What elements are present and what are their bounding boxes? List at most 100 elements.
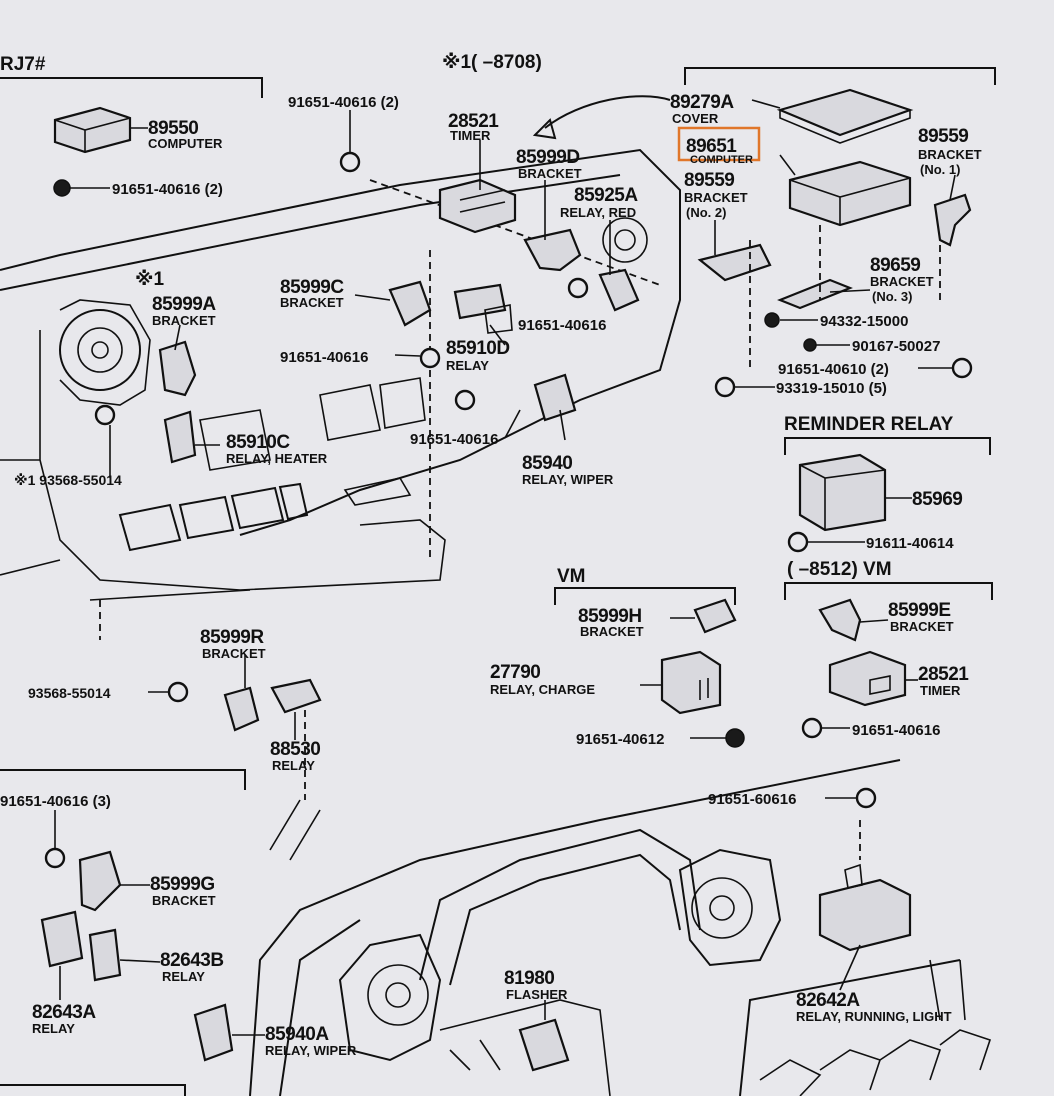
bolt-label-91651-60616: 91651-60616 — [708, 791, 796, 808]
part-number-89550: 89550 — [148, 118, 198, 139]
caption-27790: RELAY, CHARGE — [490, 682, 595, 697]
part-number-89559-no1: 89559 — [918, 126, 968, 147]
bracket-85999e-part — [818, 598, 862, 642]
flasher-81980-part — [518, 1018, 570, 1072]
computer-89651-part — [788, 160, 912, 227]
bolt-icon — [803, 338, 817, 352]
bolt-label-91651-40616-3: 91651-40616 (3) — [0, 793, 111, 810]
bolt-label-91651-40612: 91651-40612 — [576, 731, 664, 748]
part-number-85999e: 85999E — [888, 600, 951, 621]
part-number-85910d: 85910D — [446, 338, 510, 359]
header-marker-1: ※1 — [135, 269, 164, 290]
caption2-89559-no1: (No. 1) — [920, 162, 960, 177]
highlight-box — [677, 126, 761, 162]
part-number-27790: 27790 — [490, 662, 540, 683]
part-number-89559-no2: 89559 — [684, 170, 734, 191]
bolt-label-93568-55014-b: 93568-55014 — [28, 685, 111, 701]
bolt-icon — [567, 277, 589, 299]
bolt-label-91651-40616-c: 91651-40616 — [410, 431, 498, 448]
arrow-icon — [532, 118, 557, 140]
timer-28521-part — [438, 178, 517, 234]
part-number-28521b: 28521 — [918, 664, 969, 685]
bolt-icon — [801, 717, 823, 739]
bolt-icon — [53, 179, 71, 197]
part-number-28521: 28521 — [448, 111, 499, 132]
caption-85999h: BRACKET — [580, 624, 644, 639]
part-number-88530: 88530 — [270, 739, 320, 760]
bolt-label-90167-50027: 90167-50027 — [852, 338, 940, 355]
caption-89279a: COVER — [672, 111, 719, 126]
bracket-89559-no2-part — [697, 243, 772, 282]
part-number-82643b: 82643B — [160, 950, 224, 971]
bolt-icon — [44, 847, 66, 869]
header-vm-right: ( –8512) VM — [787, 559, 892, 580]
relay-82643b-part — [88, 928, 122, 982]
caption-85940a: RELAY, WIPER — [265, 1043, 357, 1058]
section-brackets — [0, 67, 996, 1096]
part-number-85999c: 85999C — [280, 277, 344, 298]
bolt-icon — [855, 787, 877, 809]
caption-85925a: RELAY, RED — [560, 205, 636, 220]
bracket-85999r-part — [223, 686, 260, 732]
caption-85910c: RELAY, HEATER — [226, 451, 328, 466]
caption-85910d: RELAY — [446, 358, 489, 373]
bolt-icon — [167, 681, 189, 703]
bolt-label-93319-15010: 93319-15010 (5) — [776, 380, 887, 397]
part-number-85925a: 85925A — [574, 185, 638, 206]
bolt-icon — [339, 151, 361, 173]
caption-85999d: BRACKET — [518, 166, 582, 181]
bolt-label-91651-40616-a: 91651-40616 — [280, 349, 368, 366]
bracket-89659-no3-part — [777, 278, 853, 310]
caption2-89559-no2: (No. 2) — [686, 205, 726, 220]
bolt-icon — [714, 376, 736, 398]
caption-89559-no2: BRACKET — [684, 190, 748, 205]
part-number-85999r: 85999R — [200, 627, 264, 648]
bolt-label-91651-40616-2a: 91651-40616 (2) — [112, 181, 223, 198]
relay-85910c-part — [163, 410, 197, 464]
bolt-label-91651-40616-b: 91651-40616 — [518, 317, 606, 334]
part-number-85999g: 85999G — [150, 874, 215, 895]
part-number-89659: 89659 — [870, 255, 920, 276]
part-number-85999h: 85999H — [578, 606, 642, 627]
relay-85940-part — [533, 373, 577, 422]
header-vm-left: VM — [557, 566, 586, 587]
caption-89559-no1: BRACKET — [918, 147, 982, 162]
part-number-85999d: 85999D — [516, 147, 580, 168]
caption-85999g: BRACKET — [152, 893, 216, 908]
caption-88530: RELAY — [272, 758, 315, 773]
part-number-85910c: 85910C — [226, 432, 290, 453]
bolt-icon — [419, 347, 441, 369]
bracket-89559-no1-part — [933, 193, 972, 247]
bolt-label-91611-40614: 91611-40614 — [866, 535, 954, 552]
header-8708: ※1( –8708) — [442, 52, 542, 73]
part-number-89651: 89651 — [686, 136, 737, 157]
bolt-icon — [454, 389, 476, 411]
relay-85910d-part — [453, 283, 507, 320]
lower-dashboard-outline — [249, 710, 992, 1096]
bolt-label-91651-40616-2b: 91651-40616 (2) — [288, 94, 399, 111]
caption-85940: RELAY, WIPER — [522, 472, 614, 487]
part-number-85940a: 85940A — [265, 1024, 329, 1045]
bracket-85999d-part — [523, 228, 582, 272]
caption-82643a: RELAY — [32, 1021, 75, 1036]
bolt-icon — [764, 312, 780, 328]
upper-dashboard-outline — [0, 148, 681, 640]
relay-82642a-part — [818, 863, 912, 952]
part-number-89279a: 89279A — [670, 92, 734, 113]
bolt-icon — [725, 728, 745, 748]
bracket-85999a-part — [158, 340, 197, 397]
caption-89659: BRACKET — [870, 274, 934, 289]
bolt-icon — [787, 531, 809, 553]
caption-89651: COMPUTER — [690, 154, 753, 166]
caption-82642a: RELAY, RUNNING, LIGHT — [796, 1009, 952, 1024]
bracket-85999c-part — [388, 280, 432, 327]
caption-82643b: RELAY — [162, 969, 205, 984]
computer-89550-part — [53, 106, 132, 154]
caption-28521: TIMER — [450, 128, 491, 143]
bolt-label-94332-15000: 94332-15000 — [820, 313, 908, 330]
relay-88530-part — [270, 678, 322, 714]
caption2-89659: (No. 3) — [872, 289, 912, 304]
bolt-label-91651-40610: 91651-40610 (2) — [778, 361, 889, 378]
relay-85925a-part — [598, 268, 640, 312]
